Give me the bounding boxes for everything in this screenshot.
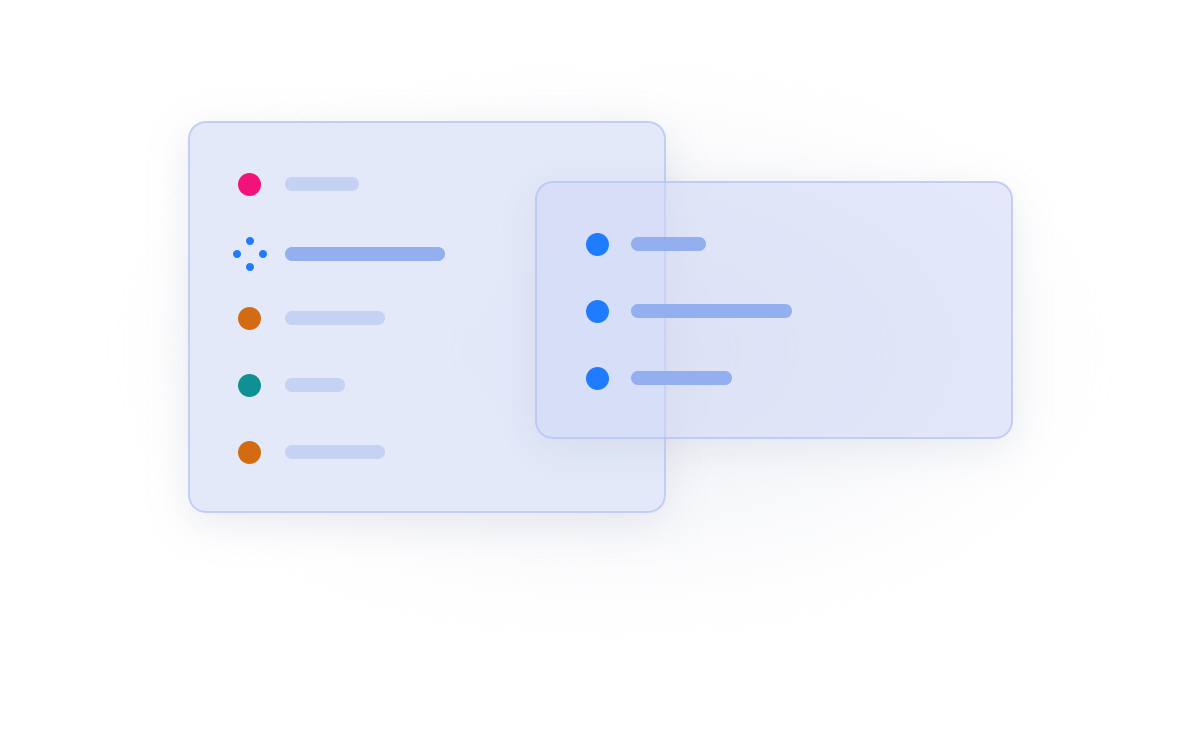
placeholder-bar — [631, 237, 706, 251]
placeholder-bar — [285, 247, 445, 261]
list-item — [238, 172, 438, 196]
list-item — [238, 373, 438, 397]
placeholder-bar — [285, 311, 385, 325]
placeholder-bar — [285, 378, 345, 392]
list-item — [233, 237, 483, 271]
placeholder-bar — [285, 445, 385, 459]
front-card — [535, 181, 1013, 439]
blue-dot-icon — [586, 366, 609, 390]
placeholder-bar — [285, 177, 359, 191]
four-dot-cluster-icon — [233, 237, 267, 271]
list-item — [586, 232, 816, 256]
pink-dot-icon — [238, 172, 261, 196]
blue-dot-icon — [586, 299, 609, 323]
teal-dot-icon — [238, 373, 261, 397]
orange-dot-icon — [238, 440, 261, 464]
placeholder-bar — [631, 371, 732, 385]
placeholder-bar — [631, 304, 792, 318]
list-item — [238, 440, 438, 464]
list-item — [586, 366, 816, 390]
list-item — [586, 299, 816, 323]
list-item — [238, 306, 438, 330]
blue-dot-icon — [586, 232, 609, 256]
orange-dot-icon — [238, 306, 261, 330]
